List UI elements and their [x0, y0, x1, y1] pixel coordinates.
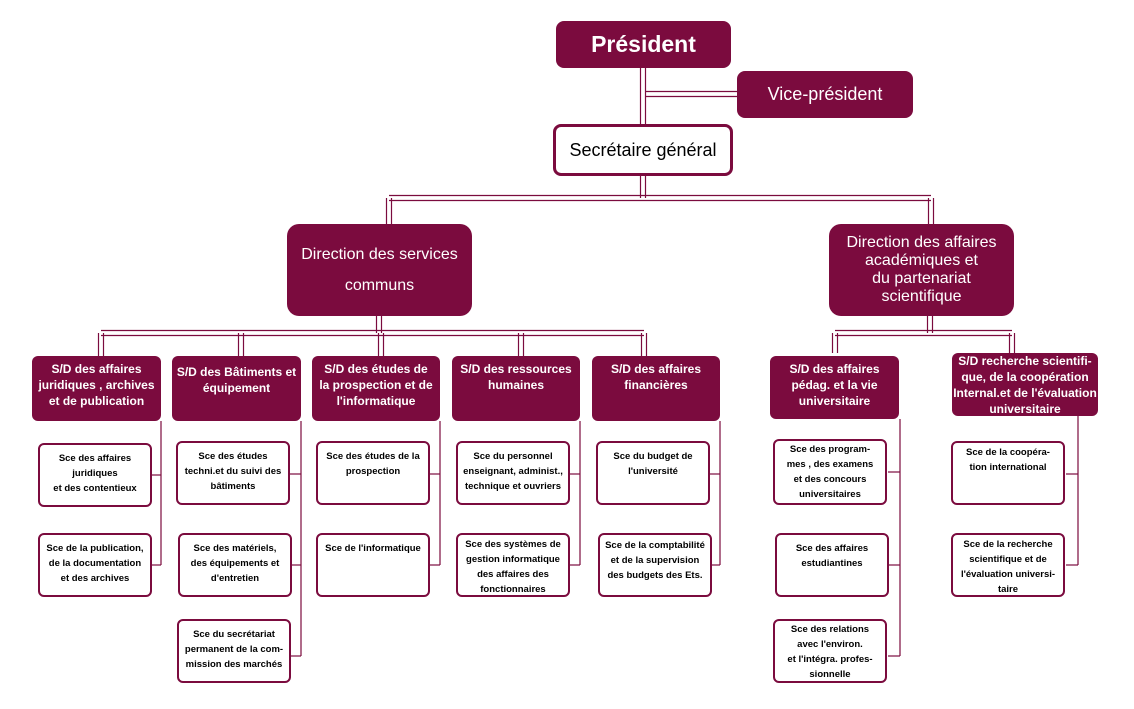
service-etudes-techniques-box: Sce des études techni.et du suivi des bâ…: [176, 441, 290, 505]
service-programmes-examens-box: Sce des program- mes , des examens et de…: [773, 439, 887, 505]
sd-affaires-financieres-box: S/D des affaires financières: [592, 356, 720, 421]
service-informatique-box: Sce de l'informatique: [316, 533, 430, 597]
sd-ressources-humaines-box: S/D des ressources humaines: [452, 356, 580, 421]
president-box: Président: [556, 21, 731, 68]
service-publication-documentation-box: Sce de la publication, de la documentati…: [38, 533, 152, 597]
vice-president-box: Vice-président: [737, 71, 913, 118]
service-affaires-juridiques-box: Sce des affaires juridiques et des conte…: [38, 443, 152, 507]
service-relations-environnement-box: Sce des relations avec l'environ. et l'i…: [773, 619, 887, 683]
service-materiels-equipements-box: Sce des matériels, des équipements et d'…: [178, 533, 292, 597]
secretaire-general-box: Secrétaire général: [553, 124, 733, 176]
service-etudes-prospection-box: Sce des études de la prospection: [316, 441, 430, 505]
service-personnel-box: Sce du personnel enseignant, administ., …: [456, 441, 570, 505]
sd-recherche-scientifique-box: S/D recherche scientifi- que, de la coop…: [952, 353, 1098, 416]
service-recherche-evaluation-box: Sce de la recherche scientifique et de l…: [951, 533, 1065, 597]
sd-affaires-pedagogiques-box: S/D des affaires pédag. et la vie univer…: [770, 356, 899, 419]
sd-batiments-box: S/D des Bâtiments et équipement: [172, 356, 301, 421]
service-secretariat-marches-box: Sce du secrétariat permanent de la com- …: [177, 619, 291, 683]
sd-affaires-juridiques-box: S/D des affaires juridiques , archives e…: [32, 356, 161, 421]
service-systemes-gestion-box: Sce des systèmes de gestion informatique…: [456, 533, 570, 597]
direction-affaires-academiques-box: Direction des affaires académiques et du…: [829, 224, 1014, 316]
direction-services-communs-box: Direction des services communs: [287, 224, 472, 316]
service-affaires-estudiantines-box: Sce des affaires estudiantines: [775, 533, 889, 597]
service-comptabilite-box: Sce de la comptabilité et de la supervis…: [598, 533, 712, 597]
service-budget-universite-box: Sce du budget de l'université: [596, 441, 710, 505]
sd-etudes-prospection-box: S/D des études de la prospection et de l…: [312, 356, 440, 421]
service-cooperation-internationale-box: Sce de la coopéra- tion international: [951, 441, 1065, 505]
